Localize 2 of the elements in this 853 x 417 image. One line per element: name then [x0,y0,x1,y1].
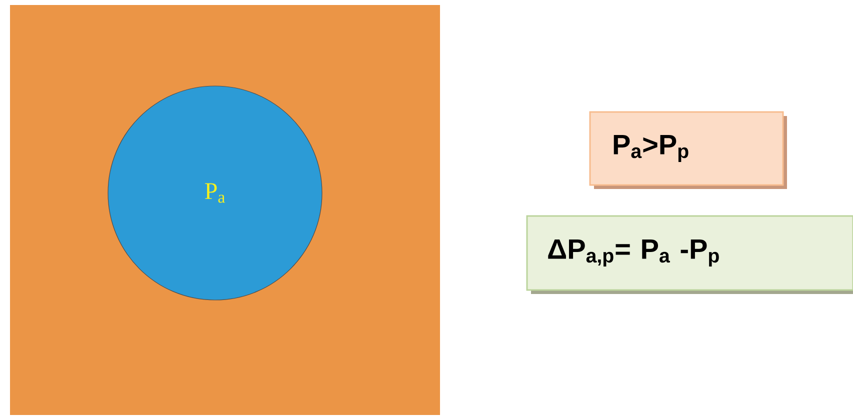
formula-box: P$_{a}$>P$_{p}$ [589,111,787,189]
formula-box: ΔP$_{a,p}$= P$_{a}$ -P$_{p}$ [526,215,853,294]
